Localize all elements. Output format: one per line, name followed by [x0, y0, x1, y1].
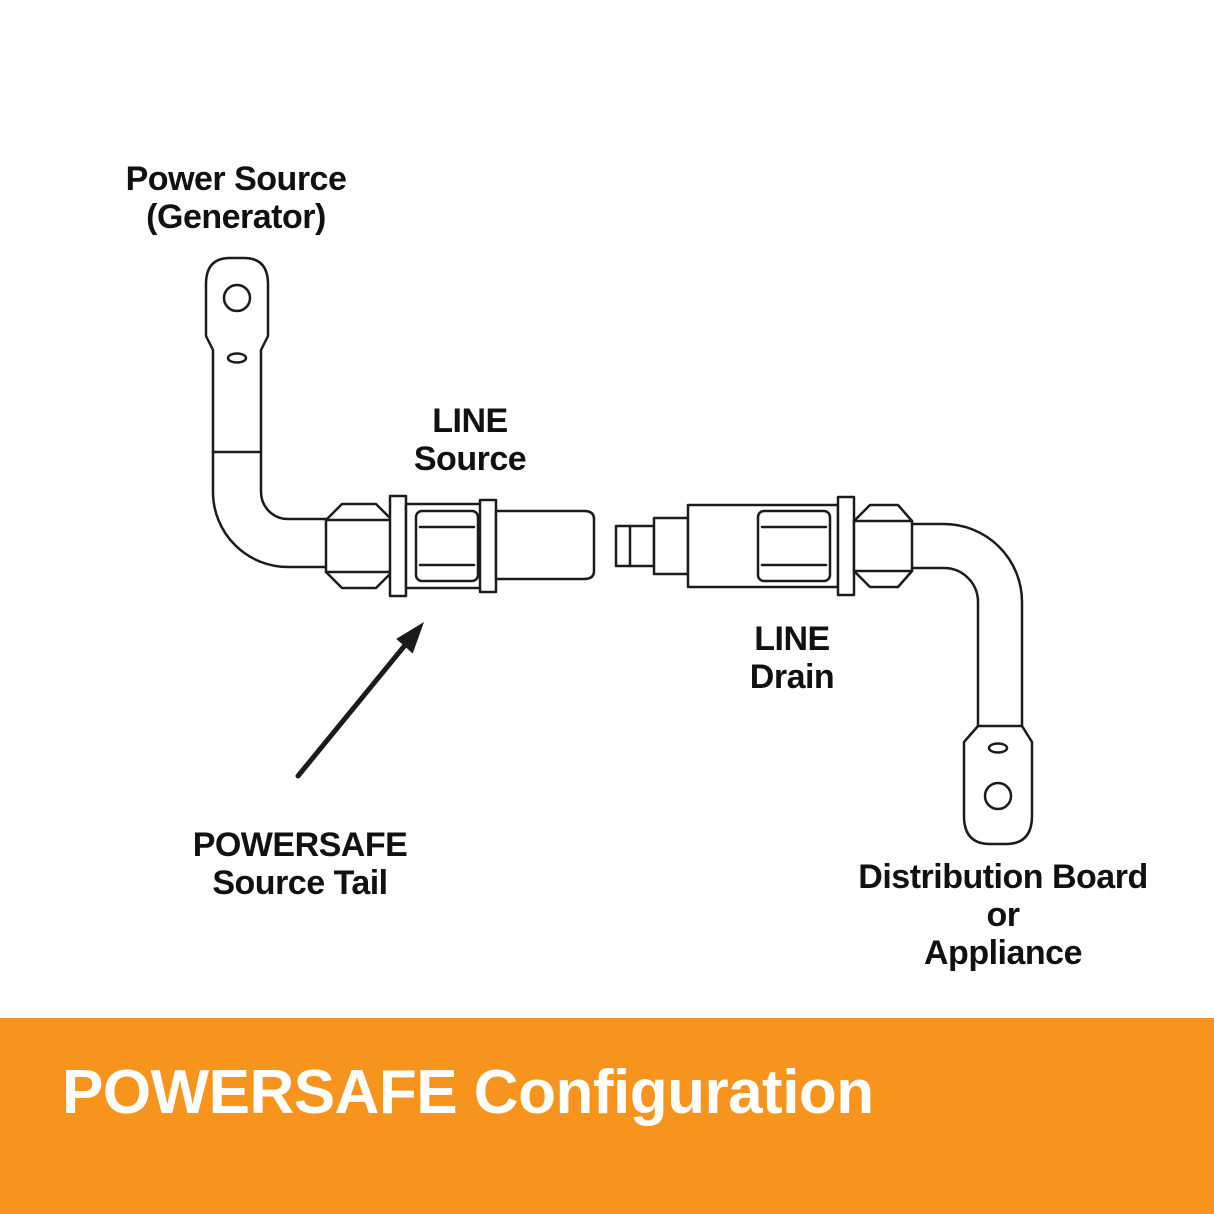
- diagram-area: Power Source (Generator) LINE Source LIN…: [126, 160, 1149, 972]
- distribution-label-line2: or: [986, 896, 1021, 934]
- drain-lug-and-cable-drawing: [902, 522, 1034, 846]
- source-tail-label-line2: Source Tail: [212, 864, 388, 902]
- line-drain-connector-drawing: [614, 495, 914, 597]
- crimp-inspection-hole: [226, 352, 248, 364]
- line-source-label: LINE Source: [413, 402, 527, 478]
- distribution-label-line3: Appliance: [924, 934, 1082, 972]
- lug-hole: [983, 781, 1013, 811]
- banner-title: POWERSAFE Configuration: [62, 1057, 874, 1127]
- distribution-label-line1: Distribution Board: [858, 858, 1148, 896]
- title-banner: POWERSAFE Configuration: [0, 1018, 1214, 1214]
- source-tail-arrow: [295, 622, 424, 779]
- line-drain-label-line1: LINE: [754, 620, 830, 658]
- line-source-connector-drawing: [324, 494, 596, 598]
- line-drain-label-line2: Drain: [749, 658, 835, 696]
- cable-assembly-drawing: [204, 256, 1034, 846]
- source-lug-and-cable-drawing: [204, 256, 338, 569]
- crimp-inspection-hole: [987, 742, 1009, 754]
- power-source-label-line1: Power Source: [125, 160, 347, 198]
- distribution-board-label: Distribution Board or Appliance: [858, 858, 1148, 972]
- lug-hole: [222, 283, 252, 313]
- power-source-label-line2: (Generator): [146, 198, 326, 236]
- line-source-label-line1: LINE: [432, 402, 508, 440]
- line-drain-label: LINE Drain: [749, 620, 835, 696]
- power-source-label: Power Source (Generator): [126, 160, 347, 236]
- powersafe-source-tail-label: POWERSAFE Source Tail: [193, 826, 408, 902]
- line-source-label-line2: Source: [413, 440, 527, 478]
- source-tail-label-line1: POWERSAFE: [192, 826, 408, 864]
